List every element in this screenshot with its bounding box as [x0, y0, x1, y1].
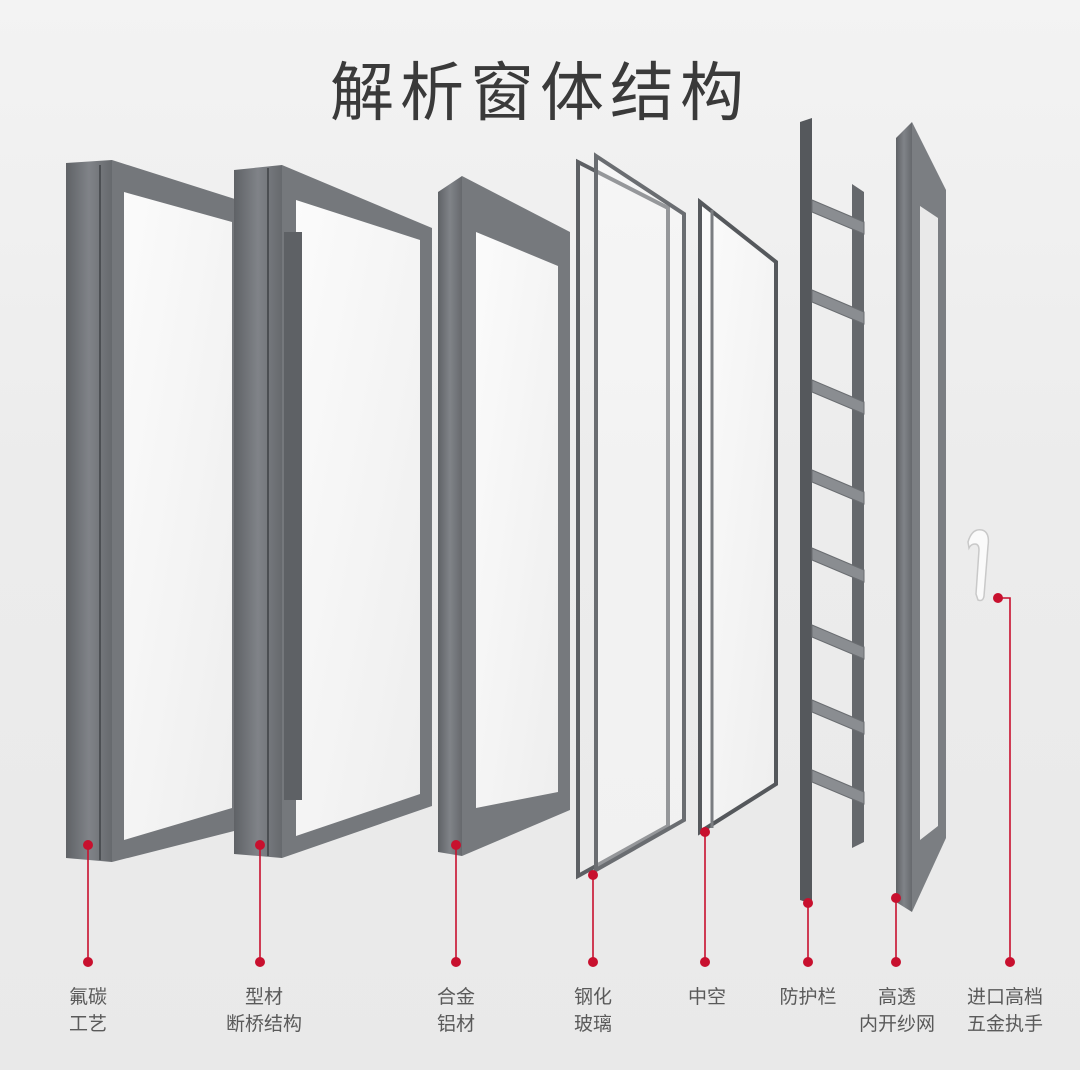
component-label: 型材断桥结构: [226, 984, 302, 1038]
callout-dot-top: [255, 840, 265, 850]
component-label-line1: 进口高档: [966, 986, 1044, 1008]
callout-dot-bottom: [700, 957, 710, 967]
hollow-glass-pane: [698, 197, 778, 836]
component-label-line2: 五金执手: [966, 1013, 1044, 1035]
security-grille: [800, 118, 865, 904]
component-label: 氟碳工艺: [69, 984, 107, 1038]
callout-dot-top: [891, 893, 901, 903]
component-label: 合金铝材: [437, 984, 475, 1038]
component-label-line2: 断桥结构: [225, 1013, 303, 1035]
grille-bar: [811, 547, 865, 583]
component-label-line1: 中空: [687, 986, 727, 1008]
callout-dot-bottom: [83, 957, 93, 967]
window-handle: [967, 529, 990, 602]
grille-bar: [811, 469, 865, 505]
callout-dot-bottom: [1005, 957, 1015, 967]
callout-dot-top: [803, 898, 813, 908]
component-label-line1: 高透: [877, 986, 917, 1008]
callout-dot-top: [588, 870, 598, 880]
component-label-line1: 型材: [244, 986, 284, 1008]
component-label: 中空: [688, 984, 726, 1011]
callout-dot-bottom: [588, 957, 598, 967]
component-label-line2: 玻璃: [573, 1013, 613, 1035]
diagram-title: 解析窗体结构: [330, 57, 750, 131]
component-label-line2: 工艺: [68, 1013, 108, 1035]
callout-dot-top: [700, 827, 710, 837]
thermal-break-frame: [234, 165, 432, 858]
callout-dot-bottom: [451, 957, 461, 967]
callout-line: [998, 597, 1011, 962]
grille-bar: [811, 289, 865, 325]
component-label: 高透内开纱网: [859, 984, 935, 1038]
callout-lines: [83, 593, 1015, 967]
component-label-line2: 内开纱网: [858, 1013, 936, 1035]
grille-bar: [811, 199, 865, 235]
component-label: 钢化玻璃: [574, 984, 612, 1038]
tempered-glass-panes: [576, 152, 686, 880]
callout-dot-bottom: [803, 957, 813, 967]
component-label-line1: 防护栏: [779, 986, 837, 1008]
component-label-line1: 钢化: [573, 986, 613, 1008]
component-label-line1: 合金: [436, 986, 476, 1008]
grille-bar: [811, 624, 865, 660]
inward-screen-frame: [896, 122, 946, 912]
alloy-aluminum-frame: [438, 176, 570, 856]
component-label: 进口高档五金执手: [967, 984, 1043, 1038]
component-label: 防护栏: [779, 984, 836, 1011]
grille-bar: [811, 769, 865, 805]
callout-dot-top: [451, 840, 461, 850]
fluorocarbon-frame: [66, 160, 238, 862]
callout-dot-bottom: [891, 957, 901, 967]
component-label-line1: 氟碳: [68, 986, 108, 1008]
grille-bar: [811, 699, 865, 735]
callout-dot-bottom: [255, 957, 265, 967]
grille-bar: [811, 379, 865, 415]
callout-dot-top: [993, 593, 1003, 603]
callout-dot-top: [83, 840, 93, 850]
component-label-line2: 铝材: [436, 1013, 476, 1035]
